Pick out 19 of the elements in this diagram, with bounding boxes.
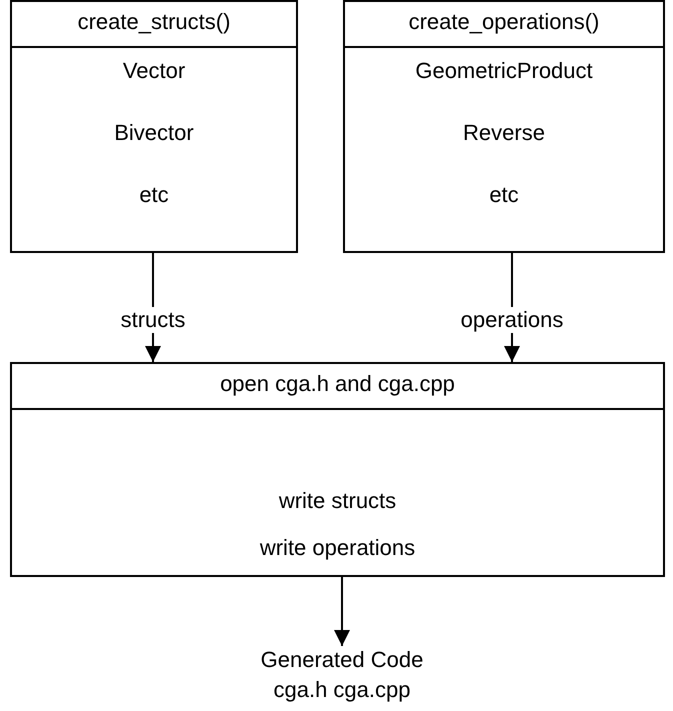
box-heading: open cga.h and cga.cpp [220,371,455,397]
box-item: Reverse [463,120,545,146]
process-box [10,0,298,253]
box-item: etc [139,182,169,208]
process-box [343,0,665,253]
box-item: write structs [278,488,396,514]
output-text: Generated Code [260,647,424,673]
box-heading: create_operations() [408,9,600,35]
output-text: cga.h cga.cpp [274,677,410,703]
box-item: GeometricProduct [415,58,593,84]
box-heading: create_structs() [78,9,230,35]
box-item: Bivector [114,120,194,146]
box-item: etc [489,182,519,208]
edge-label: operations [458,307,566,333]
arrow [334,577,350,646]
box-item: write operations [260,535,416,561]
edge-label: structs [118,307,188,333]
process-box [10,362,665,577]
box-item: Vector [122,58,186,84]
